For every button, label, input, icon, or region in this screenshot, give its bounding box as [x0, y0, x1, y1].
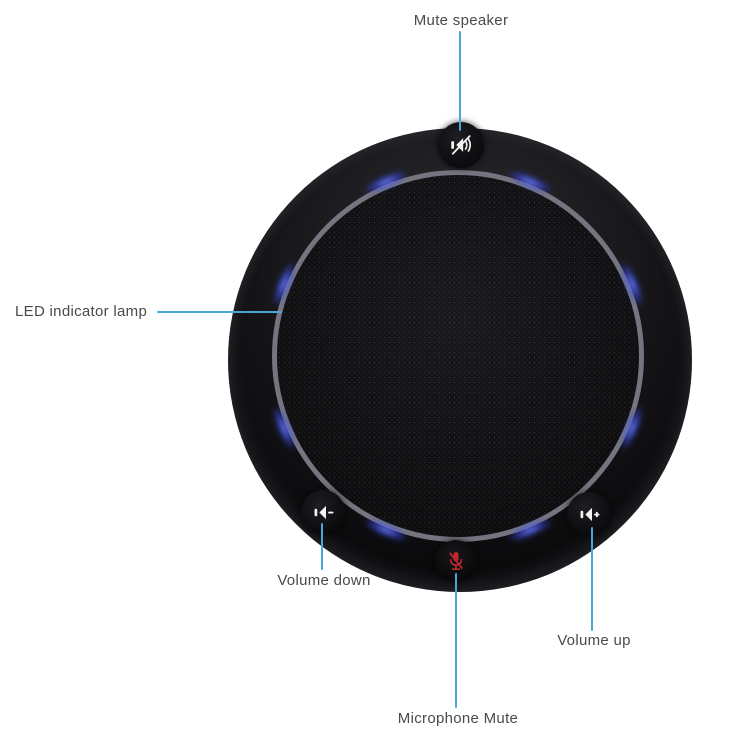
volume-up-button[interactable] — [567, 492, 611, 536]
volume-down-button[interactable] — [301, 490, 345, 534]
speakerphone-device — [228, 128, 692, 592]
callout-label-volume-down: Volume down — [277, 572, 371, 589]
callout-label-microphone-mute: Microphone Mute — [397, 710, 519, 727]
callout-line-volume-up — [591, 527, 593, 631]
volume-up-icon — [580, 507, 599, 521]
callout-line-microphone-mute — [455, 573, 457, 708]
mute-speaker-button[interactable] — [438, 122, 484, 168]
callout-line-volume-down — [321, 523, 323, 570]
callout-label-led-indicator: LED indicator lamp — [15, 303, 148, 320]
volume-down-icon — [314, 505, 333, 519]
mic-mute-icon — [449, 552, 463, 571]
speaker-mesh-and-led-ring — [272, 170, 644, 542]
callout-line-mute-speaker — [459, 31, 461, 131]
callout-label-volume-up: Volume up — [557, 632, 631, 649]
speaker-mute-icon — [451, 135, 472, 155]
callout-line-led-indicator — [157, 311, 282, 313]
callout-label-mute-speaker: Mute speaker — [413, 12, 509, 29]
